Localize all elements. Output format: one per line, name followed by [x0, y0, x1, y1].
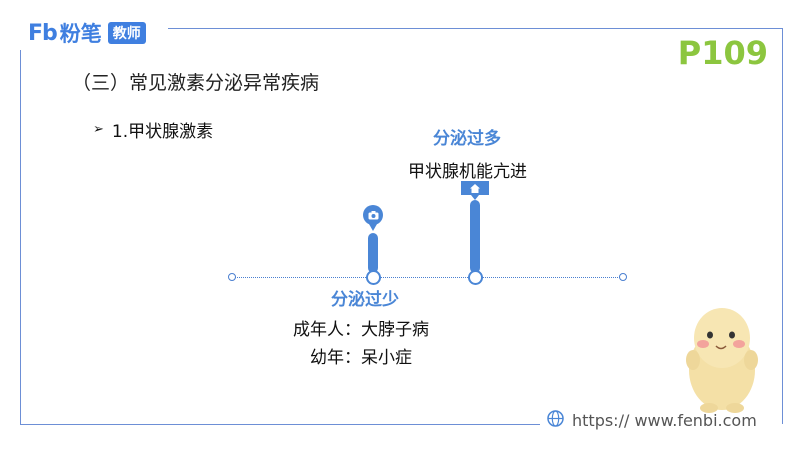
low-item-adult: 成年人：大脖子病 [293, 320, 429, 340]
timeline-start-dot [228, 273, 236, 281]
low-marker-node [366, 270, 381, 285]
home-icon [461, 181, 489, 200]
logo-tag: 教师 [107, 22, 146, 44]
footer-url: https:// www.fenbi.com [572, 411, 757, 430]
bullet-item: ➢ 1.甲状腺激素 [93, 117, 213, 142]
bullet-text: 1.甲状腺激素 [111, 122, 214, 142]
logo-name: 粉笔 [59, 22, 102, 46]
logo-mark: Fb [28, 20, 58, 46]
globe-icon [547, 410, 564, 431]
mascot-illustration [682, 300, 762, 419]
high-disease: 甲状腺机能亢进 [408, 162, 527, 182]
brand-logo: Fb 粉笔 教师 [28, 18, 146, 48]
timeline-axis [231, 277, 624, 278]
timeline-end-dot [619, 273, 627, 281]
frame-bottom-line [20, 424, 540, 425]
section-title: （三）常见激素分泌异常疾病 [72, 72, 320, 94]
low-item-child: 幼年：呆小症 [310, 348, 412, 368]
frame-left-line [20, 50, 21, 424]
low-heading: 分泌过少 [331, 290, 399, 310]
high-heading: 分泌过多 [433, 129, 501, 149]
footer: https:// www.fenbi.com [547, 410, 757, 431]
frame-top-line [168, 28, 782, 29]
camera-icon [363, 205, 383, 231]
bullet-arrow-icon: ➢ [93, 122, 104, 137]
high-marker-node [468, 270, 483, 285]
frame-right-line [782, 28, 783, 424]
low-marker-stem [368, 233, 378, 273]
high-marker-stem [470, 200, 480, 273]
page-number: P109 [677, 34, 768, 72]
